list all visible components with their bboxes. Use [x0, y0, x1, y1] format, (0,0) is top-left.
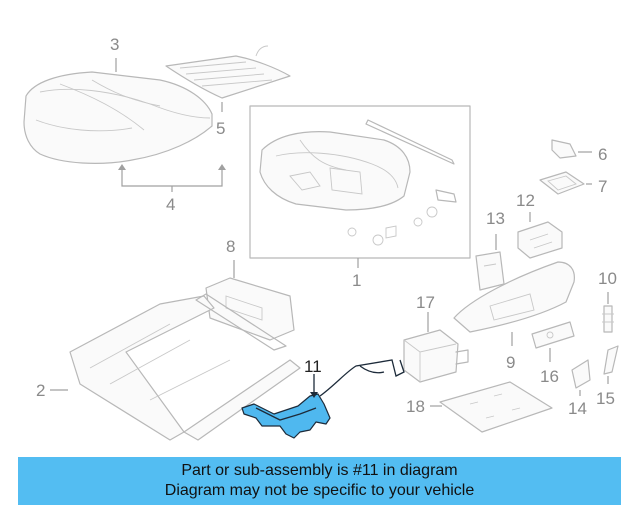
callout-15: 15 [596, 389, 615, 408]
callout-10: 10 [598, 269, 617, 288]
callout-14: 14 [568, 399, 587, 418]
part-15-knob [603, 345, 619, 375]
part-1-seat-frame [259, 119, 457, 246]
banner-line-part: Part or sub-assembly is #11 in diagram [181, 462, 458, 479]
callout-6: 6 [598, 145, 607, 164]
part-5-heater-mat [165, 45, 291, 99]
part-6-clip [551, 139, 577, 159]
part-7-bezel [539, 171, 585, 195]
callout-9: 9 [506, 353, 515, 372]
info-banner: Part or sub-assembly is #11 in diagram D… [18, 457, 621, 505]
callout-11: 11 [304, 357, 322, 376]
callout-2: 2 [36, 381, 45, 400]
part-13-bracket [475, 251, 505, 291]
part-12-switch [517, 221, 563, 259]
part-18-plate [439, 381, 553, 433]
part-10-pin [602, 305, 614, 333]
part-14-cover [571, 359, 591, 389]
part-11-wiring-harness [241, 359, 405, 439]
callout-5: 5 [216, 119, 225, 138]
part-2-seat-track [69, 293, 301, 441]
callout-13: 13 [486, 209, 505, 228]
callout-12: 12 [516, 191, 535, 210]
callout-16: 16 [540, 367, 559, 386]
callout-4: 4 [166, 195, 175, 214]
banner-line-disclaimer: Diagram may not be specific to your vehi… [164, 482, 475, 499]
part-8-panel [205, 277, 295, 341]
part-3-cushion-pad [23, 71, 213, 164]
part-17-module [403, 329, 469, 383]
callout-7: 7 [598, 177, 607, 196]
callout-1: 1 [352, 271, 361, 290]
part-9-side-shield [453, 261, 575, 333]
callout-3: 3 [110, 35, 119, 54]
parts-diagram: 3 4 5 1 6 7 [23, 35, 619, 441]
callout-8: 8 [226, 237, 235, 256]
leader-4 [121, 168, 223, 187]
callout-17: 17 [416, 293, 435, 312]
part-16-switch-knob [531, 321, 575, 349]
part-1-frame-box [249, 105, 471, 259]
callout-18: 18 [406, 397, 425, 416]
